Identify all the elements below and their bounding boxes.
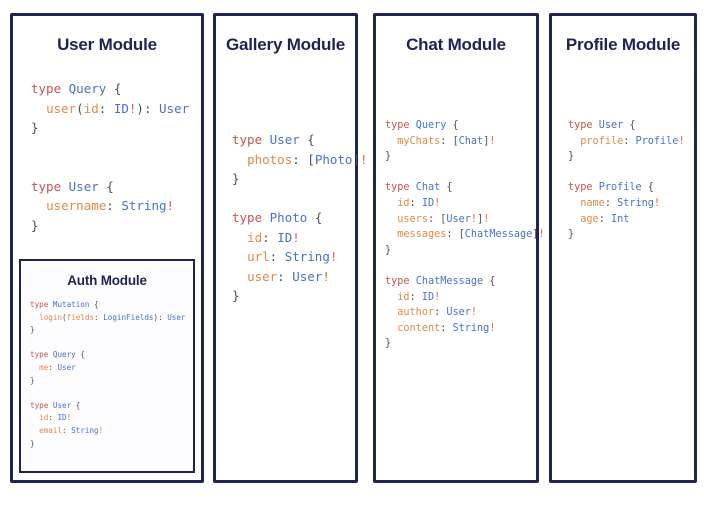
code-block-profile-module: type User { profile: Profile! } type Pro… — [568, 120, 685, 241]
panel-title-chat-module: Chat Module — [406, 35, 506, 54]
code-block-user-module: type Query { user(id: ID!): User } type … — [31, 81, 190, 233]
panel-chat-module[interactable]: Chat Module type Query { myChats: [Chat]… — [373, 13, 545, 483]
panel-profile-module[interactable]: Profile Module type User { profile: Prof… — [549, 13, 697, 483]
panel-title-profile-module: Profile Module — [565, 35, 681, 54]
panel-title-user-module: User Module — [57, 35, 157, 54]
panel-auth-module[interactable]: Auth Module type Mutation { login(fields… — [19, 259, 195, 473]
panel-title-gallery-module: Gallery Module — [225, 35, 346, 54]
code-block-gallery-module: type User { photos: [Photo]! } type Phot… — [232, 132, 368, 303]
code-block-chat-module: type Query { myChats: [Chat]! } type Cha… — [385, 120, 545, 350]
panel-gallery-module[interactable]: Gallery Module type User { photos: [Phot… — [213, 13, 368, 483]
panel-user-module[interactable]: User Module type Query { user(id: ID!): … — [10, 13, 204, 483]
code-block-auth-module: type Mutation { login(fields: LoginField… — [30, 300, 186, 448]
panel-title-auth-module: Auth Module — [67, 273, 147, 288]
